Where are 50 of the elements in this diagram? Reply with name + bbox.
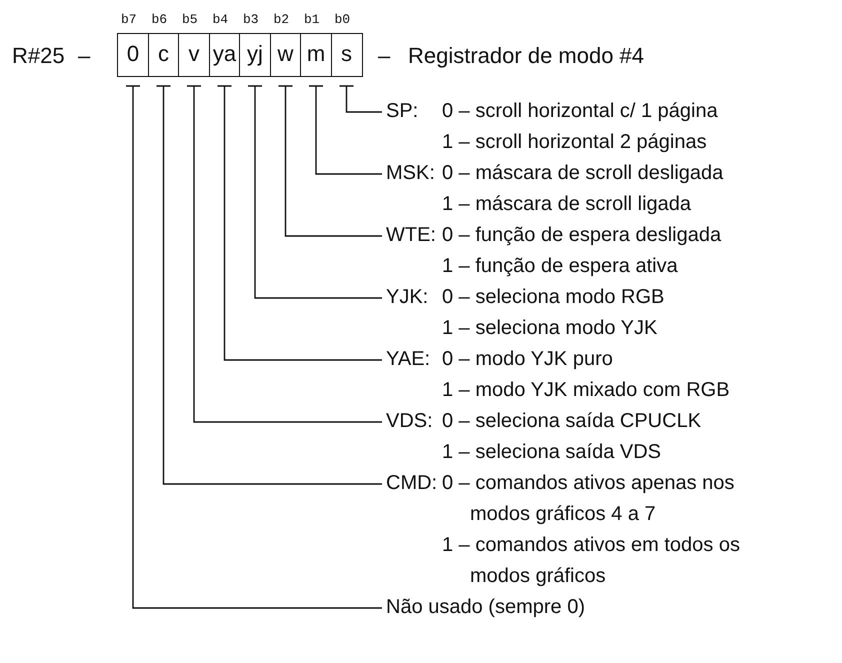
bit-cell: ya bbox=[208, 33, 240, 77]
leader-line bbox=[186, 85, 382, 423]
bit-cell: s bbox=[330, 33, 362, 77]
bit-value-description: 0 – scroll horizontal c/ 1 página bbox=[442, 99, 719, 124]
bit-number: b0 bbox=[334, 12, 350, 28]
bit-cell: v bbox=[178, 33, 210, 77]
bit-cell: w bbox=[270, 33, 302, 77]
register-description: Registrador de modo #4 bbox=[408, 43, 644, 69]
unused-bit-note: Não usado (sempre 0) bbox=[386, 595, 585, 620]
bit-cell: c bbox=[148, 33, 180, 77]
leader-line bbox=[278, 85, 382, 237]
field-name: YJK: bbox=[386, 285, 428, 310]
bit-value-description: 1 – máscara de scroll ligada bbox=[442, 192, 692, 217]
bit-cell: yj bbox=[239, 33, 271, 77]
field-name: WTE: bbox=[386, 223, 436, 248]
bit-value-description: 1 – função de espera ativa bbox=[442, 254, 679, 279]
bit-number: b5 bbox=[182, 12, 198, 28]
bit-number: b7 bbox=[121, 12, 137, 28]
bit-value-description: 0 – máscara de scroll desligada bbox=[442, 161, 724, 186]
leader-line bbox=[247, 85, 382, 299]
bit-number: b1 bbox=[304, 12, 320, 28]
bit-number: b3 bbox=[243, 12, 259, 28]
leader-line bbox=[338, 85, 382, 113]
bit-value-description: 0 – modo YJK puro bbox=[442, 347, 614, 372]
bit-value-description: 1 – comandos ativos em todos os modos gráficos bbox=[442, 533, 740, 589]
separator-dash: – bbox=[78, 43, 90, 69]
bit-value-description: 1 – seleciona modo YJK bbox=[442, 316, 658, 341]
bit-value-description: 0 – função de espera desligada bbox=[442, 223, 722, 248]
bit-value-description: 1 – modo YJK mixado com RGB bbox=[442, 378, 731, 403]
leader-line bbox=[308, 85, 382, 175]
bit-value-description: 0 – comandos ativos apenas nos modos gráficos 4 a 7 bbox=[442, 471, 736, 527]
leader-line bbox=[216, 85, 382, 361]
field-name: VDS: bbox=[386, 409, 433, 434]
bit-number: b6 bbox=[152, 12, 168, 28]
bit-value-description: 1 – seleciona saída VDS bbox=[442, 440, 662, 465]
leader-line bbox=[156, 85, 382, 485]
field-name: CMD: bbox=[386, 471, 438, 496]
bit-cell: 0 bbox=[117, 33, 149, 77]
register-name: R#25 bbox=[12, 43, 65, 69]
separator-dash: – bbox=[378, 43, 390, 69]
field-name: SP: bbox=[386, 99, 418, 124]
bit-number: b4 bbox=[212, 12, 228, 28]
bit-value-description: 0 – seleciona modo RGB bbox=[442, 285, 666, 310]
field-name: MSK: bbox=[386, 161, 435, 186]
bit-cell: m bbox=[300, 33, 332, 77]
bit-value-description: 0 – seleciona saída CPUCLK bbox=[442, 409, 702, 434]
bit-number: b2 bbox=[274, 12, 290, 28]
leader-line bbox=[125, 85, 382, 609]
bit-value-description: 1 – scroll horizontal 2 páginas bbox=[442, 130, 708, 155]
field-name: YAE: bbox=[386, 347, 430, 372]
